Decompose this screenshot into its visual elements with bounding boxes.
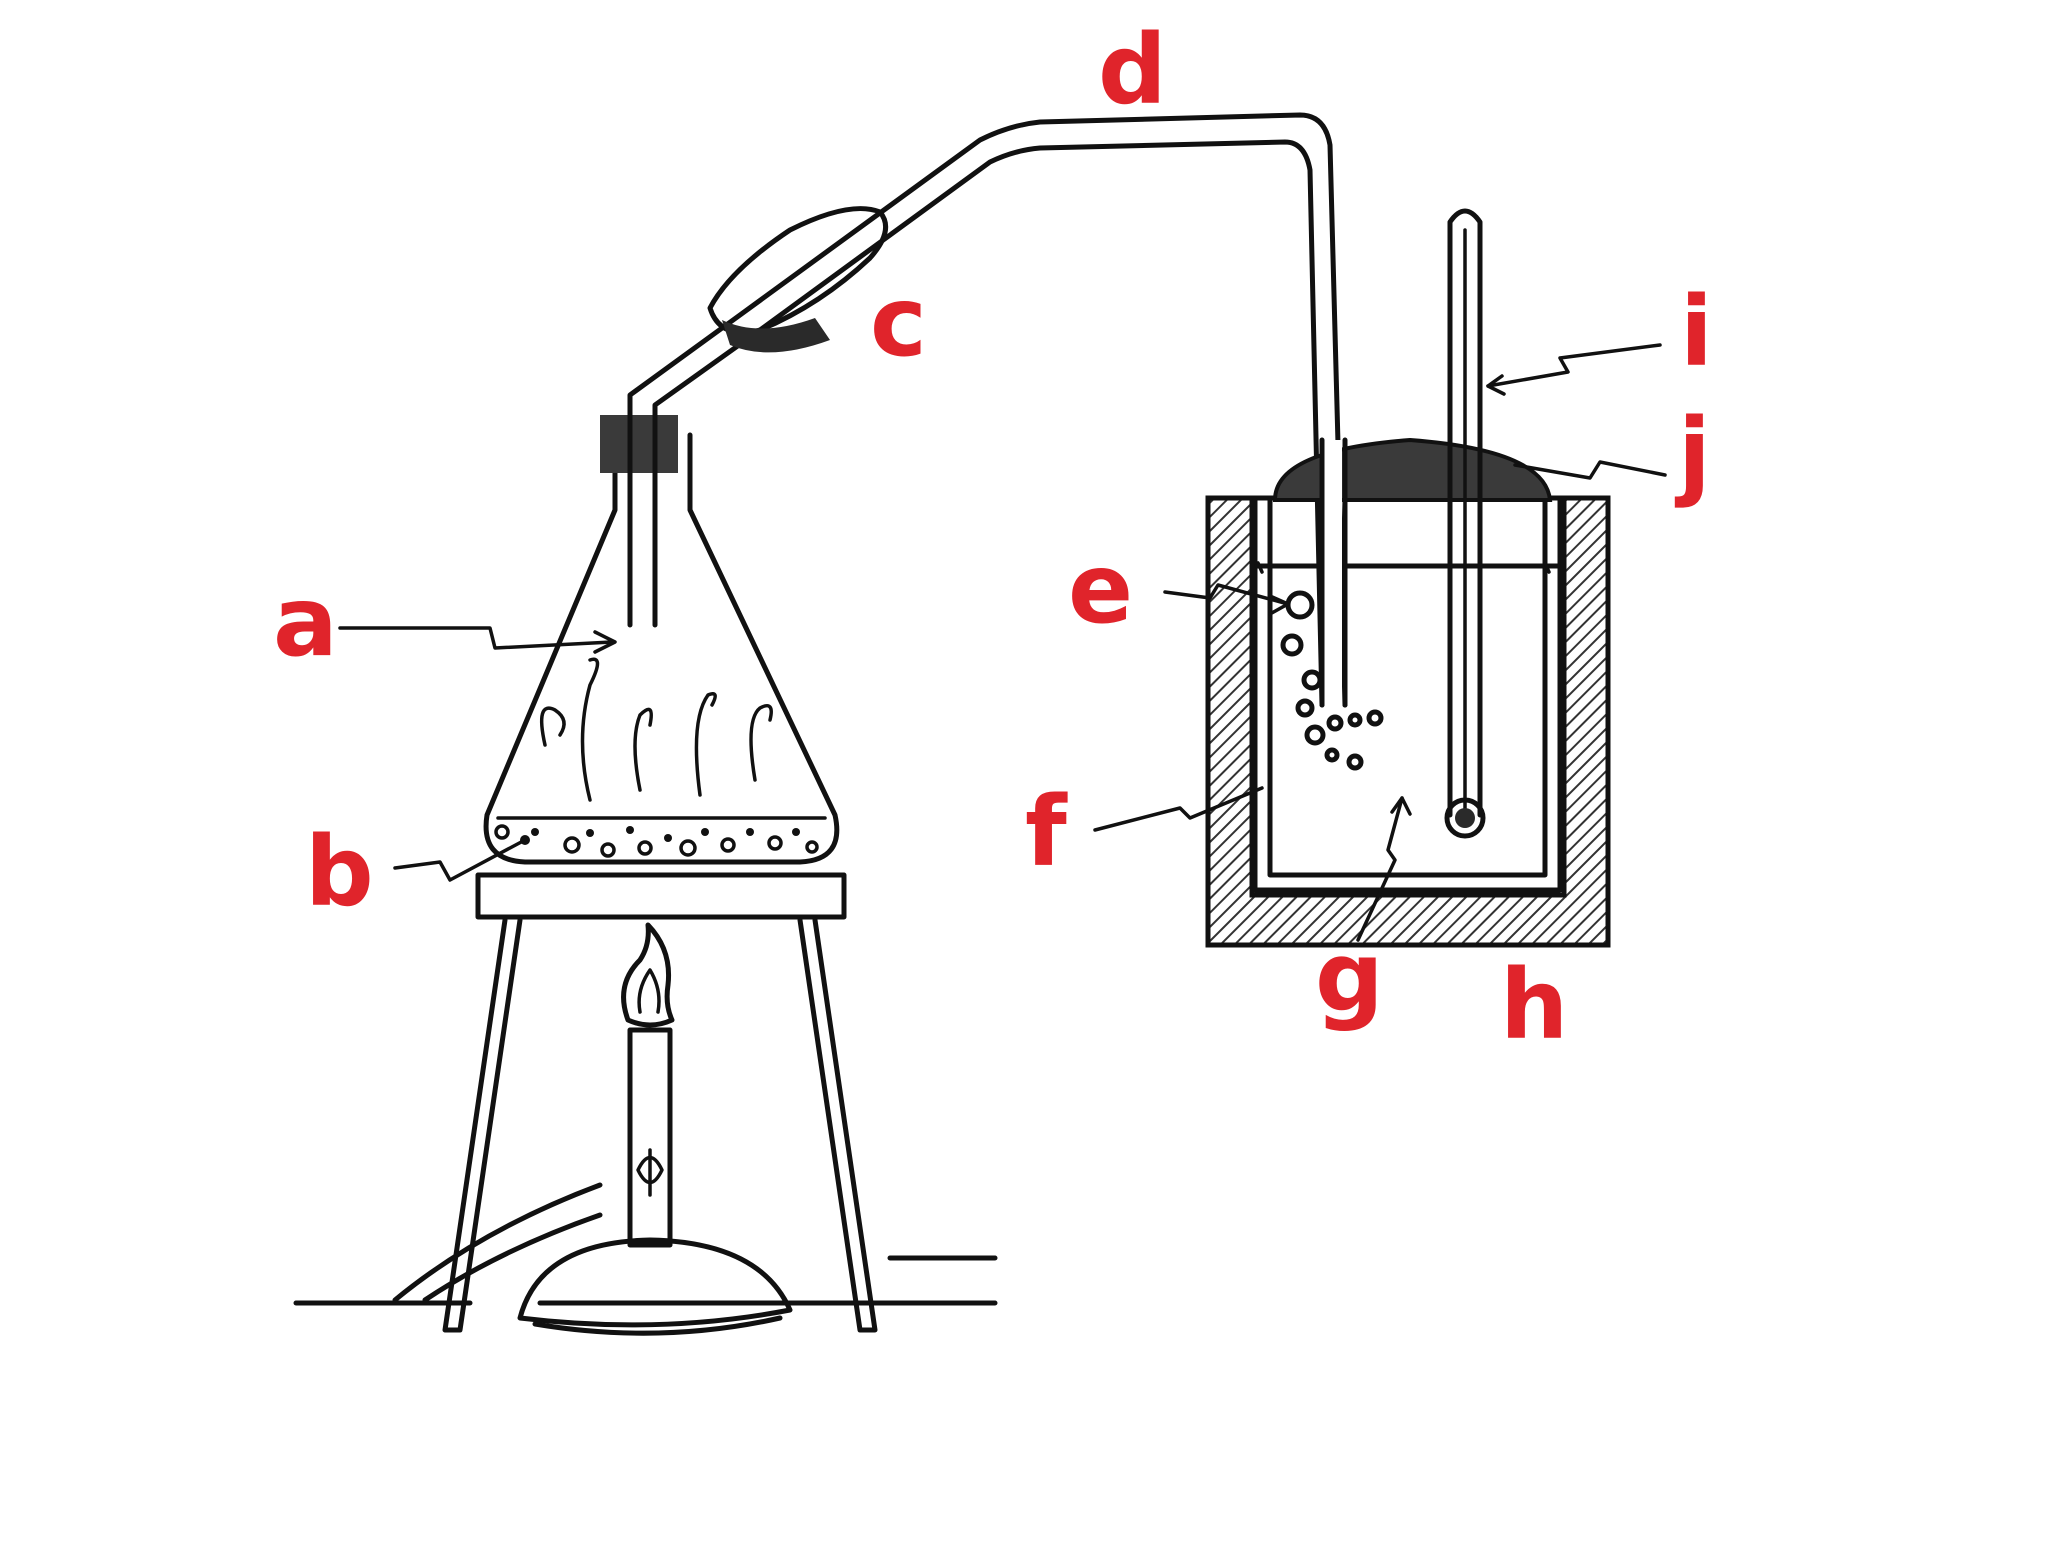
arrow-a	[338, 626, 614, 650]
labels: a b c d e f g h i j	[273, 14, 1713, 1061]
pointer-arrows	[338, 343, 1667, 942]
label-d: d	[1098, 14, 1167, 126]
inner-beaker	[1252, 497, 1563, 893]
tripod-stand	[442, 872, 878, 1333]
label-c: c	[870, 266, 927, 378]
arrow-j	[1513, 460, 1667, 480]
conical-flask	[483, 415, 840, 865]
gas-bubbles	[1280, 590, 1384, 771]
flame	[621, 922, 675, 1028]
label-f: f	[1025, 776, 1068, 888]
solid-residue	[494, 824, 819, 858]
label-g: g	[1315, 921, 1384, 1033]
delivery-tube	[627, 112, 1348, 708]
label-e: e	[1068, 533, 1133, 645]
liquid-surface	[1254, 561, 1561, 574]
condensation-bulb	[707, 206, 889, 353]
arrow-e	[1163, 583, 1290, 606]
thermometer	[1444, 208, 1486, 839]
arrow-f	[1093, 786, 1264, 832]
delivery-tube-lower	[1319, 437, 1348, 708]
arrow-i	[1486, 343, 1662, 388]
label-j: j	[1674, 398, 1711, 510]
label-a: a	[273, 566, 338, 678]
label-b: b	[305, 816, 374, 928]
vapour-swirls	[539, 657, 773, 802]
bench-surface	[293, 1255, 998, 1306]
gas-hose	[392, 1182, 603, 1303]
arrow-g	[1356, 796, 1404, 942]
label-h: h	[1500, 949, 1568, 1061]
arrow-b	[393, 838, 527, 882]
bunsen-burner	[517, 1027, 793, 1336]
label-i: i	[1680, 276, 1713, 388]
rubber-stopper	[600, 415, 678, 473]
